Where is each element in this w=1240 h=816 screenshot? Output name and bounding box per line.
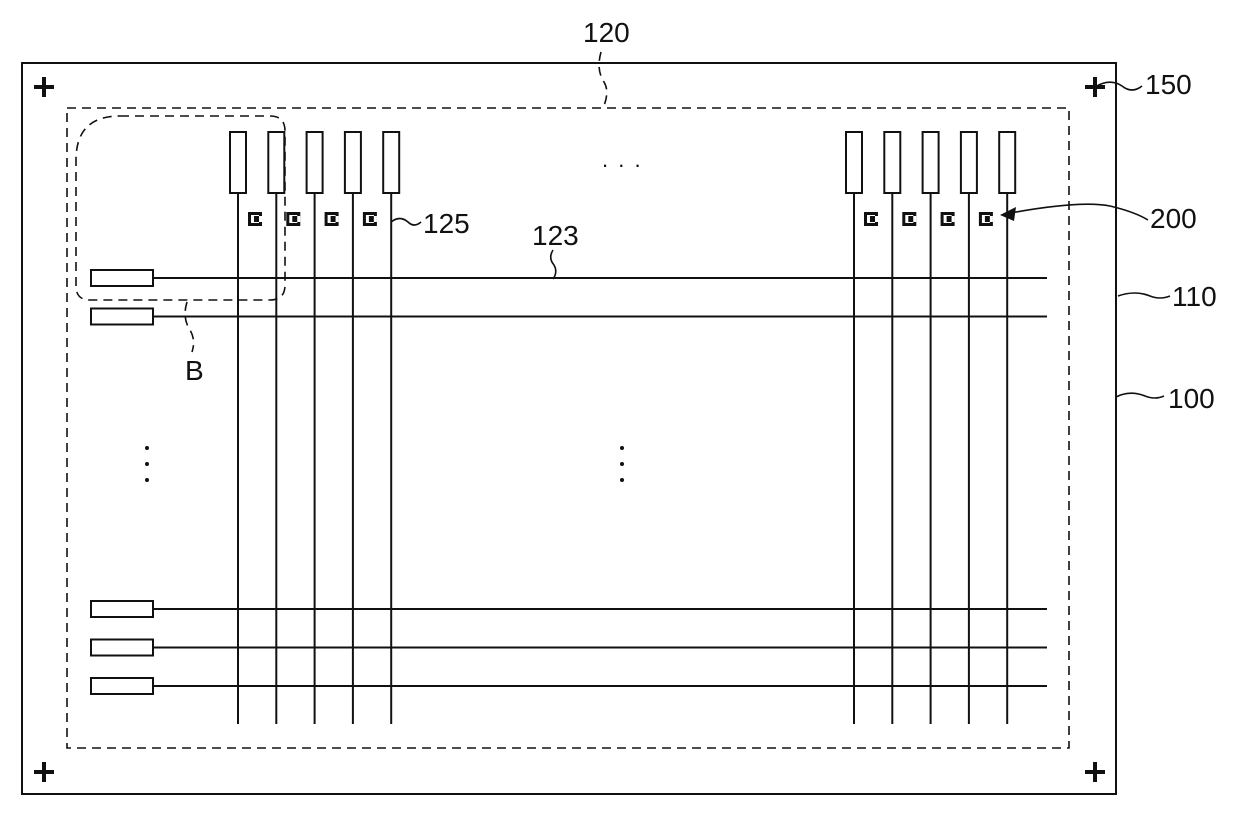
test-pattern-7 [941,212,955,226]
gate-line-4 [91,640,1047,656]
label-123: 123 [532,220,579,251]
test-pattern-4 [363,212,377,226]
data-pad [268,132,284,193]
ellipsis-center [620,446,624,482]
gate-line-3 [91,601,1047,617]
gate-pad [91,270,153,286]
leader-123 [551,250,556,279]
substrate-outline [22,63,1116,794]
label-120: 120 [583,17,630,48]
leader-125 [391,219,421,226]
test-patterns [248,212,993,226]
data-pad [923,132,939,193]
leader-b [185,302,194,352]
label-125: 125 [423,208,470,239]
data-pad [961,132,977,193]
data-pad [383,132,399,193]
test-pattern-8 [979,212,993,226]
gate-pad [91,309,153,325]
test-pattern-5 [864,212,878,226]
gate-lines [91,270,1047,694]
gate-pad [91,601,153,617]
active-area-outline [67,108,1069,748]
test-pattern-3 [325,212,339,226]
gate-line-1 [91,270,1047,286]
gate-pad [91,678,153,694]
data-lines [230,132,1015,724]
leader-110 [1118,293,1170,298]
data-line-2 [268,132,284,724]
data-pad [846,132,862,193]
data-pad [884,132,900,193]
gate-line-5 [91,678,1047,694]
ellipsis-left [145,446,149,482]
data-line-8 [923,132,939,724]
ellipsis-top: . . . [602,147,643,172]
data-line-1 [230,132,246,724]
data-line-10 [999,132,1015,724]
leader-120 [599,52,607,108]
alignment-mark-4 [1085,762,1105,782]
label-100: 100 [1168,383,1215,414]
alignment-marks [34,77,1105,782]
label-150: 150 [1145,69,1192,100]
data-line-9 [961,132,977,724]
label-200: 200 [1150,203,1197,234]
leader-200 [1005,204,1148,220]
data-pad [345,132,361,193]
data-line-5 [383,132,399,724]
data-line-6 [846,132,862,724]
alignment-mark-3 [34,762,54,782]
data-pad [999,132,1015,193]
leader-100 [1116,393,1164,398]
label-110: 110 [1172,281,1217,312]
data-line-7 [884,132,900,724]
test-pattern-2 [286,212,300,226]
data-line-4 [345,132,361,724]
data-line-3 [307,132,323,724]
test-pattern-6 [902,212,916,226]
label-b: B [185,355,204,386]
data-pad [230,132,246,193]
data-pad [307,132,323,193]
gate-line-2 [91,309,1047,325]
test-pattern-1 [248,212,262,226]
alignment-mark-1 [34,77,54,97]
gate-pad [91,640,153,656]
